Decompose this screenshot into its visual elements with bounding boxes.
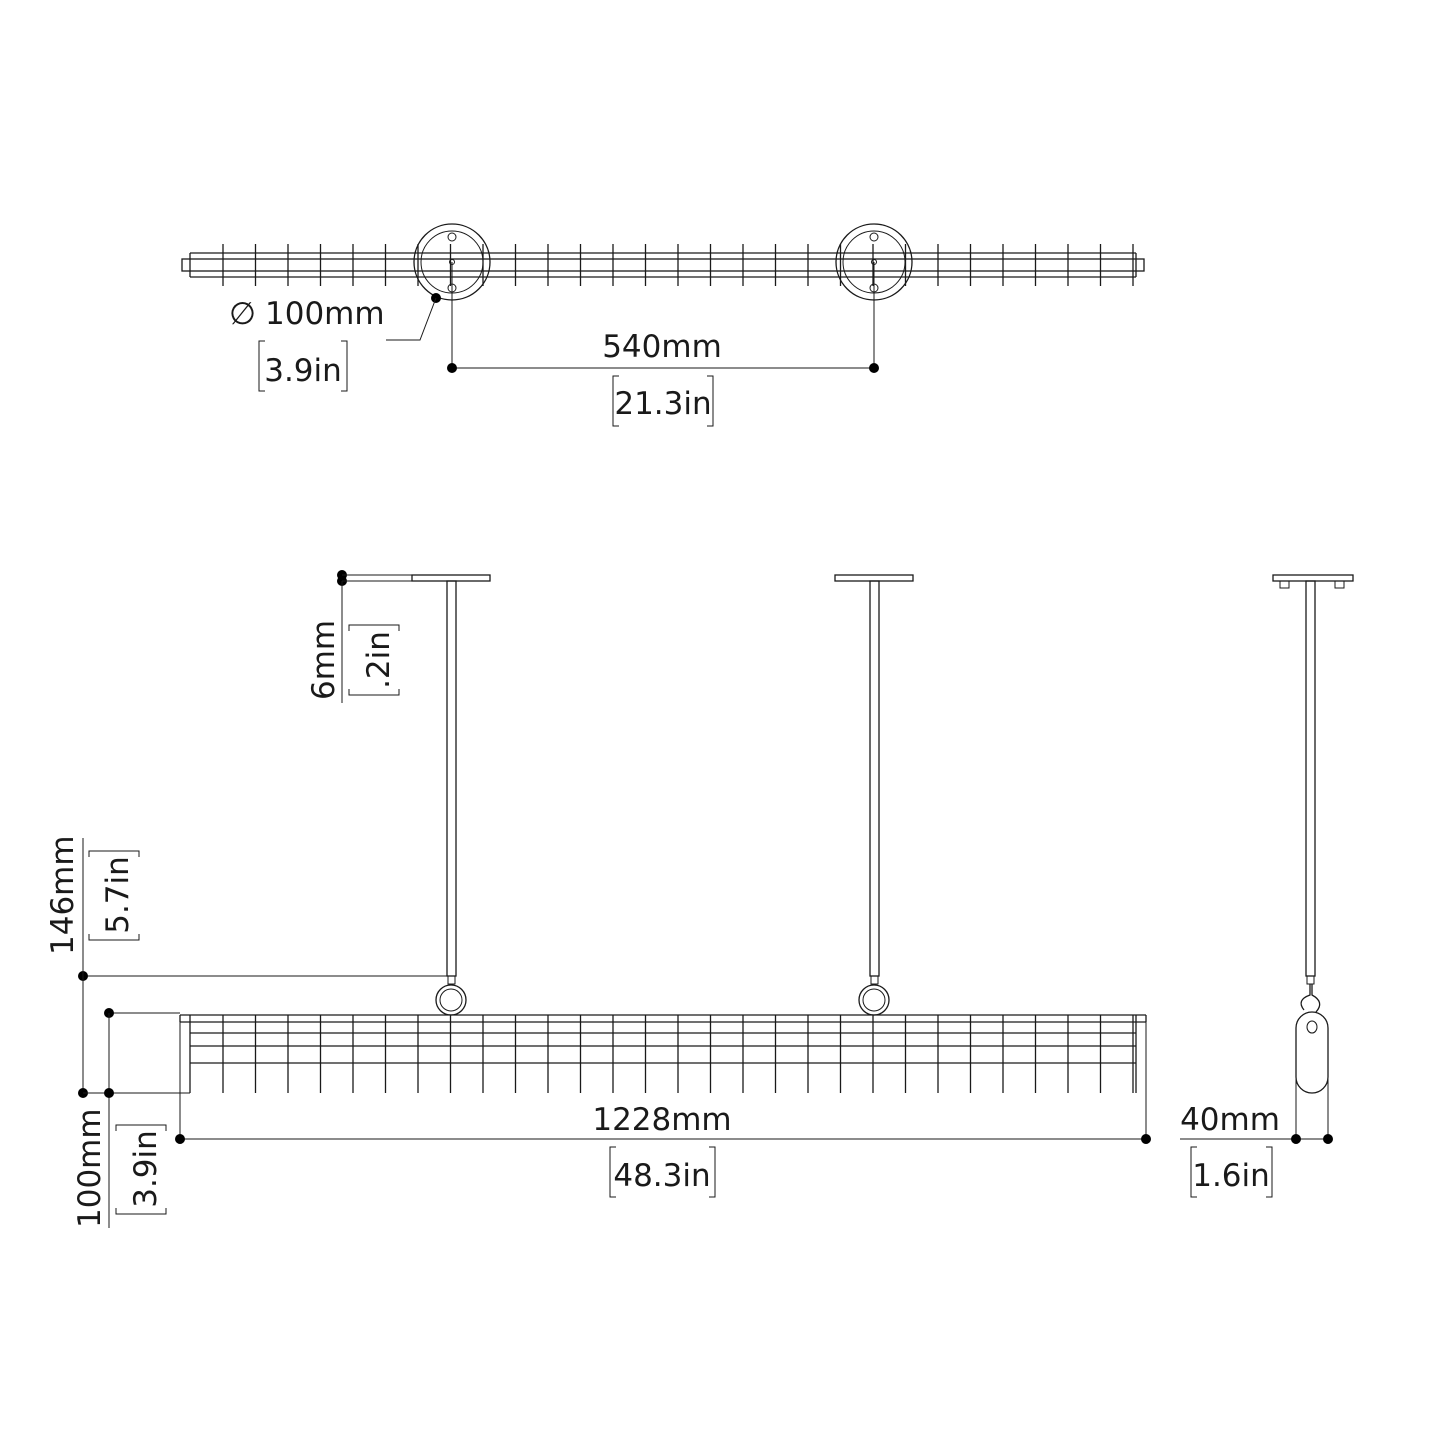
length-in-label: 48.3in — [613, 1158, 710, 1194]
diameter-in-label: 3.9in — [264, 353, 342, 389]
length-dimension: 1228mm 48.3in — [175, 1022, 1151, 1198]
height-in-label: 3.9in — [128, 1130, 164, 1208]
depth-in-label: 1.6in — [1192, 1158, 1270, 1194]
side-hook-body — [1295, 1011, 1329, 1094]
spacing-mm-label: 540mm — [602, 329, 722, 365]
ceiling-plate-right — [834, 574, 914, 582]
drop-dimension: 146mm 5.7in — [45, 835, 447, 1098]
depth-mm-label: 40mm — [1180, 1102, 1280, 1138]
diameter-symbol: ∅ — [229, 296, 256, 332]
plate-dimension: 6mm .2in — [306, 570, 412, 703]
length-mm-label: 1228mm — [592, 1102, 731, 1138]
rack-body — [179, 1014, 1147, 1093]
top-view-prongs — [222, 244, 1134, 286]
top-view: ∅ 100mm 3.9in 540mm 21.3in — [181, 223, 1145, 427]
drop-mm-label: 146mm — [45, 835, 81, 955]
side-view: 40mm 1.6in — [1180, 574, 1354, 1198]
spacing-in-label: 21.3in — [614, 386, 711, 422]
diameter-mm-label: 100mm — [265, 296, 385, 332]
spacing-dimension: 540mm 21.3in — [447, 262, 879, 427]
height-mm-label: 100mm — [72, 1108, 108, 1228]
plate-mm-label: 6mm — [306, 620, 342, 700]
depth-dimension: 40mm 1.6in — [1180, 1102, 1333, 1198]
front-view: 6mm .2in 146mm 5.7in 100mm 3.9in — [45, 570, 1151, 1228]
side-ceiling-plate — [1272, 574, 1354, 582]
ceiling-plate-left — [411, 574, 491, 582]
plate-in-label: .2in — [361, 631, 397, 689]
height-dimension: 100mm 3.9in — [72, 1008, 190, 1228]
diameter-dimension: ∅ 100mm 3.9in — [229, 293, 441, 392]
drop-in-label: 5.7in — [100, 856, 136, 934]
